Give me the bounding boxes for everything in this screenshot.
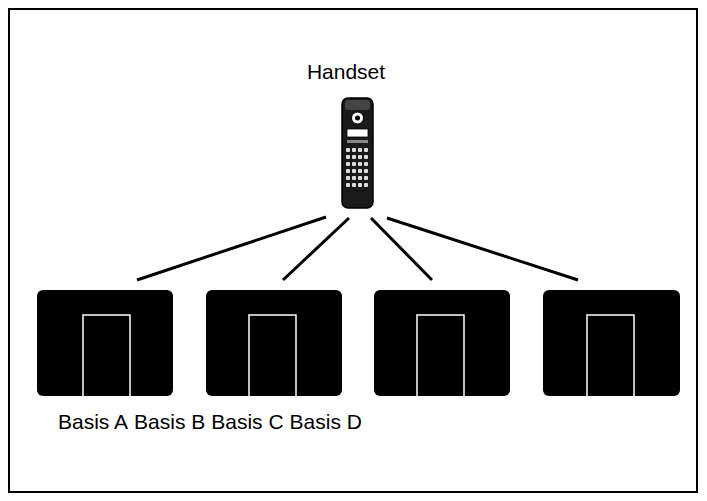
base-stations [37, 290, 680, 397]
key [352, 176, 356, 180]
key [358, 169, 362, 173]
key [352, 162, 356, 166]
key [352, 183, 356, 187]
key [346, 148, 350, 152]
key [364, 162, 368, 166]
key [364, 176, 368, 180]
radio-links [137, 217, 578, 280]
key [346, 162, 350, 166]
handset-drawing [342, 98, 373, 208]
key [358, 155, 362, 159]
key [358, 176, 362, 180]
base-label: Basis C [211, 410, 283, 433]
key [346, 155, 350, 159]
base-label-row: Basis A Basis B Basis C Basis D [58, 410, 368, 433]
key [358, 162, 362, 166]
key [364, 183, 368, 187]
key [346, 169, 350, 173]
device-label: Handset [307, 60, 385, 83]
key [352, 155, 356, 159]
key [358, 183, 362, 187]
key [358, 148, 362, 152]
key [346, 183, 350, 187]
frame [9, 9, 697, 492]
base-label: Basis B [134, 410, 205, 433]
key [364, 155, 368, 159]
key [352, 148, 356, 152]
base-label: Basis D [290, 410, 362, 433]
key [364, 148, 368, 152]
key [352, 169, 356, 173]
key [364, 169, 368, 173]
base-label: Basis A [58, 410, 128, 433]
key [346, 176, 350, 180]
